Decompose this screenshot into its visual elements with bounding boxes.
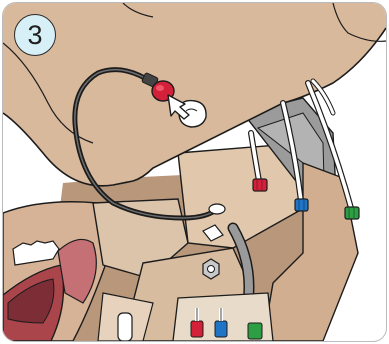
hex-nut	[203, 259, 219, 279]
manikin-head-illustration	[3, 3, 386, 341]
bottom-blue-connector	[215, 321, 227, 337]
inner-slot	[118, 313, 132, 341]
illustration-frame: 3	[2, 2, 387, 342]
cable-grommet	[209, 204, 225, 214]
green-tube-connector	[345, 207, 359, 219]
step-number-badge: 3	[14, 14, 56, 56]
bottom-red-connector	[191, 321, 203, 337]
blue-tube-connector	[295, 199, 308, 211]
red-tube-connector	[253, 179, 267, 191]
bottom-green-connector	[248, 323, 262, 339]
